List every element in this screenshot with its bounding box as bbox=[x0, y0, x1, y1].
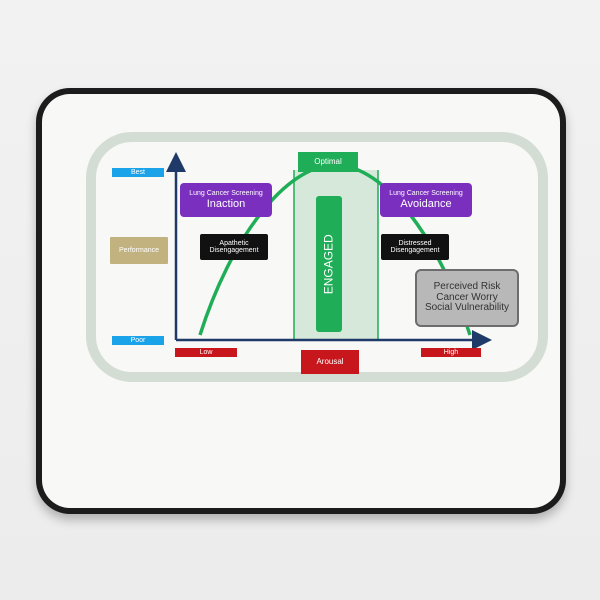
x-axis-high-label: High bbox=[421, 348, 481, 357]
risk-line3: Social Vulnerability bbox=[424, 302, 510, 314]
inaction-box-line1: Lung Cancer Screening bbox=[189, 189, 263, 197]
x-axis-low-label: Low bbox=[175, 348, 237, 357]
engaged-bar: ENGAGED bbox=[316, 196, 342, 332]
optimal-label: Optimal bbox=[298, 152, 358, 172]
y-axis-title: Performance bbox=[110, 237, 168, 264]
risk-factors-box: Perceived Risk Cancer Worry Social Vulne… bbox=[415, 269, 519, 327]
x-axis-title: Arousal bbox=[301, 350, 359, 374]
risk-line2: Cancer Worry bbox=[436, 291, 498, 303]
inaction-box-line2: Inaction bbox=[206, 197, 246, 210]
avoidance-box-line1: Lung Cancer Screening bbox=[389, 189, 463, 197]
distressed-disengagement-box: Distressed Disengagement bbox=[381, 234, 449, 260]
risk-line1: Perceived Risk bbox=[433, 281, 501, 293]
inaction-box: Lung Cancer Screening Inaction bbox=[180, 183, 272, 217]
diagram-frame-ring bbox=[86, 132, 548, 382]
distressed-line1: Distressed bbox=[398, 239, 432, 247]
avoidance-box-line2: Avoidance bbox=[400, 197, 452, 210]
y-axis-poor-label: Poor bbox=[112, 336, 164, 345]
apathetic-line1: Apathetic bbox=[219, 239, 249, 247]
distressed-line2: Disengagement bbox=[390, 247, 440, 254]
apathetic-line2: Disengagement bbox=[209, 247, 259, 254]
engaged-label: ENGAGED bbox=[321, 233, 336, 295]
avoidance-box: Lung Cancer Screening Avoidance bbox=[380, 183, 472, 217]
y-axis-best-label: Best bbox=[112, 168, 164, 177]
apathetic-disengagement-box: Apathetic Disengagement bbox=[200, 234, 268, 260]
